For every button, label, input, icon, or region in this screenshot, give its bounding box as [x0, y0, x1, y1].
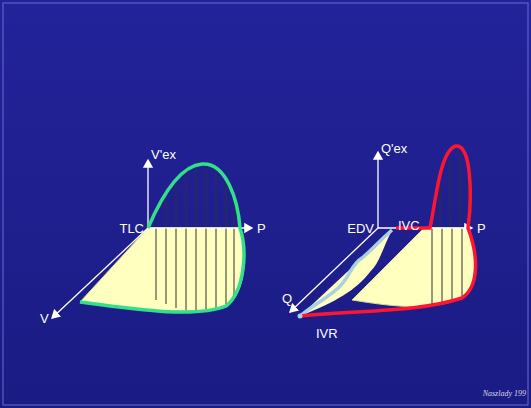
frame [3, 3, 528, 405]
axis-label: P [257, 222, 266, 235]
axes-left [52, 160, 252, 318]
axes-right [290, 152, 472, 312]
axis-label: Q'ex [381, 142, 407, 155]
filling-curve [300, 230, 392, 316]
point-label: IVR [316, 327, 338, 340]
hatch-lines [156, 165, 234, 311]
volume-area [80, 228, 244, 312]
point-label: EDV [347, 222, 374, 235]
axis-label: V [40, 312, 49, 325]
axis-label: V'ex [151, 148, 176, 161]
hatch-lines-right [432, 148, 468, 305]
red-loop [300, 146, 476, 316]
ejection-area [352, 228, 475, 307]
point-label: TLC [119, 222, 144, 235]
axis-label: P [477, 222, 486, 235]
start-dot [298, 314, 303, 319]
watermark: Naszlady 199 [483, 390, 526, 398]
point-label: IVC [398, 219, 420, 232]
axis-label: Q [282, 292, 292, 305]
green-loop [80, 164, 244, 312]
